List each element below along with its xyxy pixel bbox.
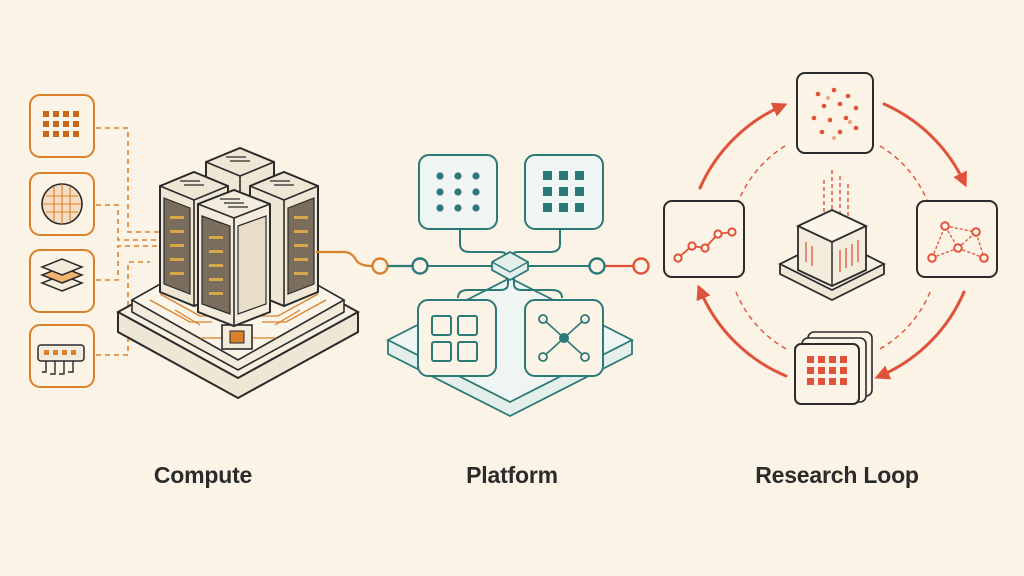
compute-to-platform-link bbox=[316, 250, 412, 275]
compute-label: Compute bbox=[153, 462, 253, 488]
research-loop-section bbox=[663, 72, 998, 405]
app-tiles-icon bbox=[417, 299, 497, 377]
research-core-cube bbox=[777, 170, 887, 302]
square-grid-icon bbox=[524, 154, 604, 230]
connector-icon bbox=[29, 324, 95, 388]
scatter-plot-icon bbox=[796, 72, 874, 154]
research-loop-label: Research Loop bbox=[755, 462, 919, 488]
platform-label: Platform bbox=[466, 462, 558, 488]
chip-grid-icon bbox=[29, 94, 95, 158]
network-chart-icon bbox=[916, 200, 998, 278]
platform-to-research-link bbox=[604, 257, 650, 275]
platform-input-port bbox=[411, 257, 429, 275]
dot-grid-icon bbox=[418, 154, 498, 230]
platform-hub bbox=[491, 250, 529, 282]
dataset-stack-icon bbox=[794, 331, 873, 405]
platform-output-port bbox=[588, 257, 606, 275]
server-rack-front bbox=[197, 188, 271, 328]
platform-section bbox=[386, 154, 634, 418]
central-chip bbox=[221, 324, 253, 350]
network-graph-icon bbox=[524, 299, 604, 377]
wafer-icon bbox=[29, 172, 95, 236]
compute-feed-lines bbox=[96, 127, 160, 356]
trend-line-icon bbox=[663, 200, 745, 278]
layers-stack-icon bbox=[29, 249, 95, 313]
cycle-arrows bbox=[696, 102, 967, 380]
compute-section bbox=[29, 94, 361, 400]
